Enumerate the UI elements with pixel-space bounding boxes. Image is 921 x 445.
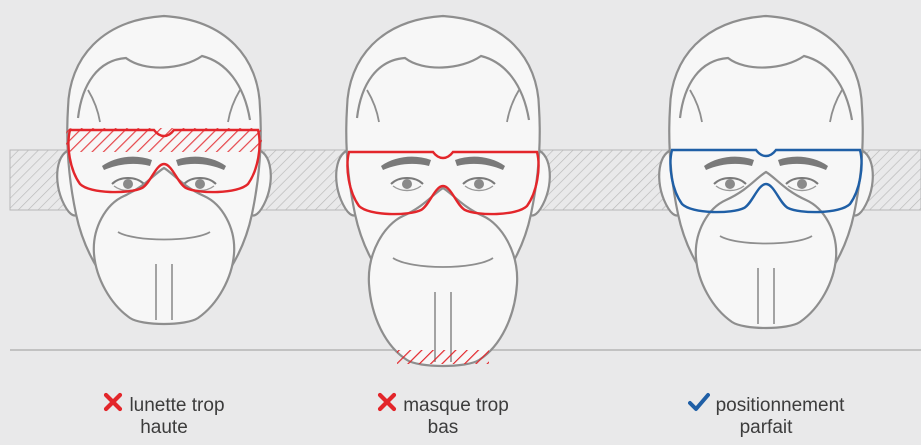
caption-line2: haute [64, 417, 264, 439]
caption-line2: bas [343, 417, 543, 439]
overhang-zone [397, 350, 489, 364]
caption-line2: parfait [656, 417, 876, 439]
caption-line1: lunette trop [129, 395, 224, 416]
checkmark-icon [688, 392, 710, 412]
cross-icon [103, 392, 123, 412]
caption-glasses-too-high: lunette trop haute [64, 392, 264, 439]
panel-glasses-too-high [57, 16, 271, 324]
cross-icon [377, 392, 397, 412]
caption-perfect-fit: positionnement parfait [656, 392, 876, 439]
caption-line1: masque trop [403, 395, 509, 416]
caption-mask-too-low: masque trop bas [343, 392, 543, 439]
panel-mask-too-low [336, 16, 550, 366]
panel-perfect-fit [659, 16, 873, 328]
caption-line1: positionnement [716, 395, 845, 416]
